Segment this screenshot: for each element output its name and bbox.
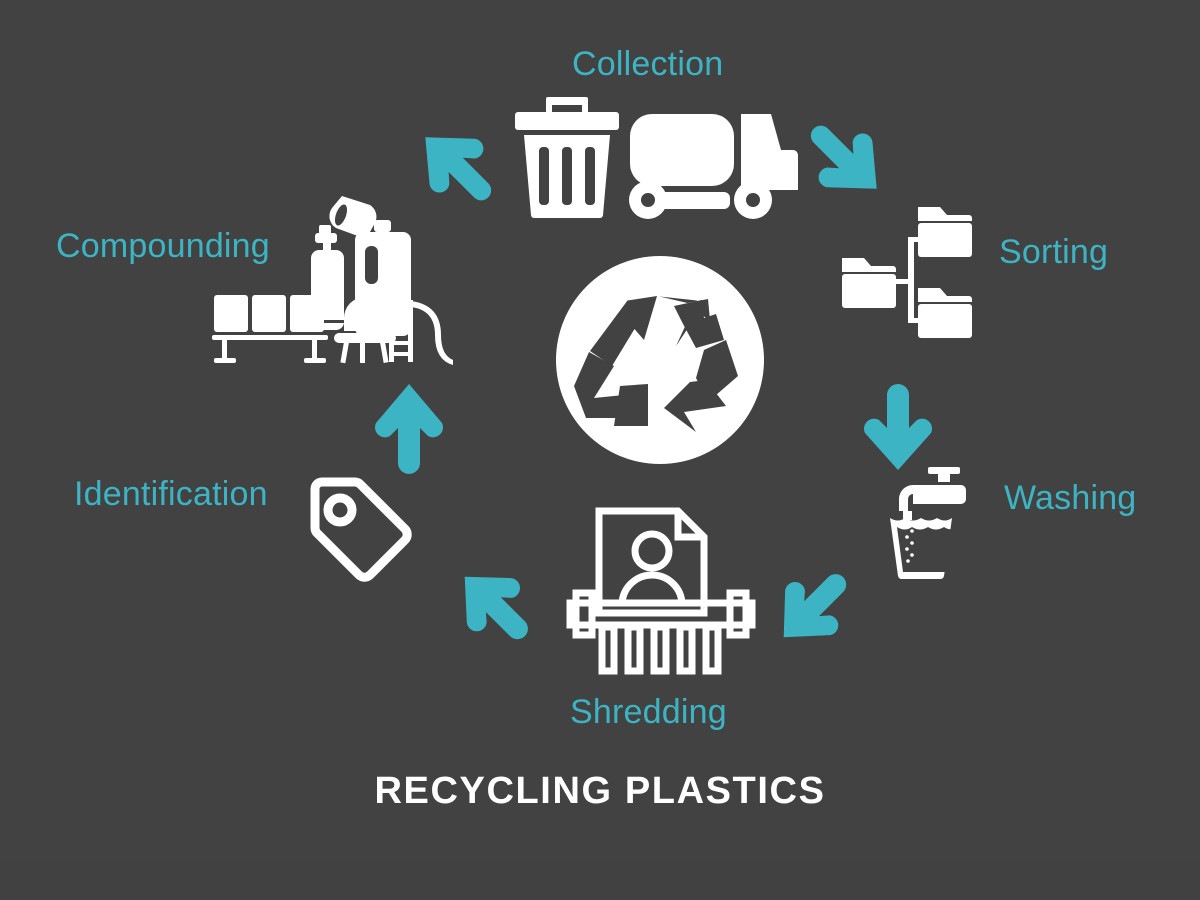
trash-bin-icon: [512, 95, 622, 220]
bench-icon: [212, 295, 332, 363]
page-title: RECYCLING PLASTICS: [374, 770, 826, 812]
faucet-basin-icon: [888, 465, 974, 585]
folder-tree-icon: [840, 200, 990, 340]
price-tag-icon: [305, 477, 415, 592]
label-sorting: Sorting: [999, 233, 1109, 271]
playground-slide-icon: [384, 298, 454, 365]
arrow-to-collection-icon: [405, 121, 505, 213]
arrow-to-washing-icon: [857, 384, 939, 473]
label-collection: Collection: [572, 45, 724, 83]
chair-icon: [334, 297, 396, 364]
arrow-to-identification-icon: [447, 561, 539, 649]
cup-icon: [326, 193, 384, 243]
bottom-band: [0, 859, 1200, 900]
arrow-to-sorting-icon: [797, 113, 897, 205]
paper-shredder-icon: [566, 505, 756, 675]
label-washing: Washing: [1004, 479, 1137, 517]
label-shredding: Shredding: [570, 693, 727, 731]
arrow-to-shredding-icon: [766, 565, 858, 653]
recycle-symbol-icon: [556, 256, 764, 464]
label-identification: Identification: [74, 475, 268, 513]
label-compounding: Compounding: [56, 227, 270, 265]
arrow-to-compounding-icon: [368, 381, 450, 474]
garbage-truck-icon: [627, 110, 799, 220]
